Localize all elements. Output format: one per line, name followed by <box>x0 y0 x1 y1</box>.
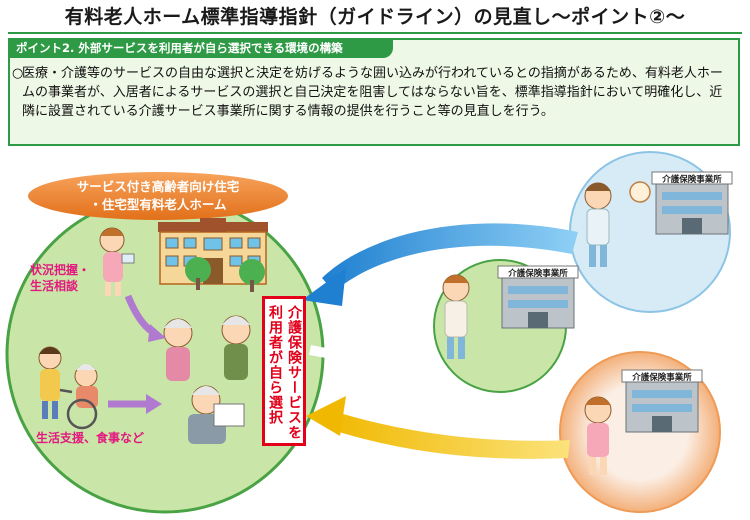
panel-bullet: ○ <box>12 66 24 81</box>
office-staff-phone-icon <box>584 181 651 267</box>
office-label-middle: 介護保険事業所 <box>508 269 568 279</box>
panel-body: 医療・介護等のサービスの自由な選択と決定を妨げるような囲い込みが行われているとの… <box>22 66 723 119</box>
consult-note: 状況把握・ 生活相談 <box>30 262 90 294</box>
page-title: 有料老人ホーム標準指導指針（ガイドライン）の見直し～ポイント②～ <box>64 6 686 28</box>
elderly-residents-icon <box>163 315 251 444</box>
title-underline <box>8 32 742 34</box>
office-label-bottom: 介護保険事業所 <box>632 373 692 383</box>
office-building-bottom-icon <box>621 369 703 433</box>
office-staff-bottom-icon <box>584 396 612 475</box>
office-staff-middle-icon <box>442 274 470 359</box>
facility-label-line1: サービス付き高齢者向け住宅 <box>76 179 240 194</box>
choice-box-col2: 利用者が自ら選択 <box>267 305 283 425</box>
yellow-service-arrow-icon <box>326 410 570 459</box>
choice-box-col1: 介護保険サービスを <box>286 305 302 440</box>
office-building-middle-icon <box>497 265 579 329</box>
facility-building-icon <box>158 218 268 292</box>
choice-box: 介護保険サービスを 利用者が自ら選択 <box>262 296 306 446</box>
panel-heading: ポイント2. 外部サービスを利用者が自ら選択できる環境の構築 <box>8 38 393 58</box>
support-note: 生活支援、食事など <box>36 431 145 445</box>
office-building-top-icon <box>651 171 733 235</box>
facility-label-oval <box>28 172 288 220</box>
office-label-top: 介護保険事業所 <box>662 175 722 185</box>
facility-label-line2: ・住宅型有料老人ホーム <box>89 197 227 212</box>
consult-note-line1: 状況把握・ <box>30 263 91 277</box>
caregiver-wheelchair-icon <box>38 346 98 430</box>
caregiver-consult-icon <box>99 227 135 296</box>
middle-connector <box>309 345 438 364</box>
blue-service-arrow-icon <box>322 223 578 292</box>
consult-note-line2: 生活相談 <box>30 279 79 293</box>
facility-label: サービス付き高齢者向け住宅 ・住宅型有料老人ホーム <box>38 178 278 214</box>
